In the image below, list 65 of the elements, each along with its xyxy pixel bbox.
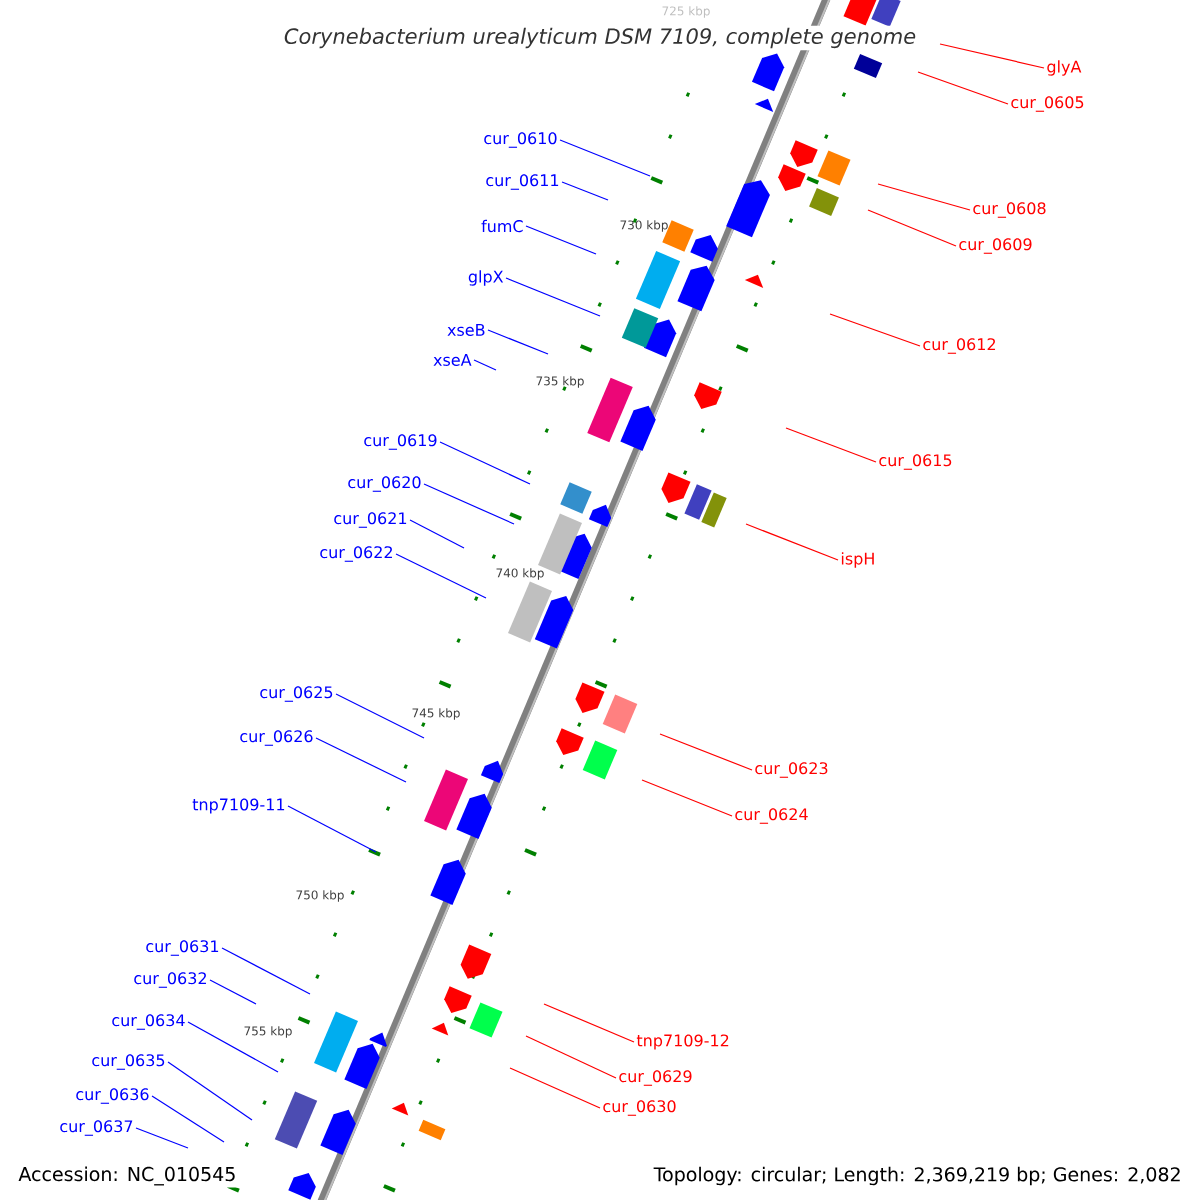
gene-label: cur_0626 bbox=[240, 730, 313, 746]
gene-label: cur_0621 bbox=[334, 512, 407, 528]
leader-line bbox=[487, 329, 549, 355]
title: Corynebacterium urealyticum DSM 7109, complete genome bbox=[281, 25, 919, 51]
footer-text: Accession: NC_010545 bbox=[16, 1164, 239, 1188]
leader-line bbox=[287, 805, 377, 853]
leader-line bbox=[439, 441, 531, 485]
gene-label: cur_0630 bbox=[603, 1100, 676, 1116]
leader-line bbox=[877, 183, 971, 211]
leader-line bbox=[509, 1067, 601, 1109]
gene-label: cur_0612 bbox=[923, 338, 995, 354]
leader-line bbox=[561, 181, 609, 201]
footer-text: Topology: circular; Length: 2,369,219 bp; Genes: 2,082 bbox=[651, 1164, 1184, 1188]
leader-line bbox=[423, 483, 515, 525]
gene-label: cur_0637 bbox=[60, 1120, 133, 1136]
gene-label: cur_0608 bbox=[973, 202, 1046, 218]
leader-line bbox=[221, 947, 311, 995]
gene-label: cur_0610 bbox=[484, 132, 557, 148]
leader-line bbox=[559, 139, 651, 177]
leader-line bbox=[473, 359, 497, 371]
gene-label: cur_0636 bbox=[76, 1088, 149, 1104]
leader-line bbox=[525, 1035, 617, 1079]
gene-label: ispH bbox=[841, 552, 874, 568]
gene-label: tnp7109-11 bbox=[192, 798, 285, 814]
gene-label: cur_0622 bbox=[320, 546, 392, 562]
leader-line bbox=[335, 693, 425, 739]
leader-line bbox=[187, 1021, 279, 1073]
gene-label: tnp7109-12 bbox=[636, 1034, 729, 1050]
gene-label: cur_0620 bbox=[348, 476, 421, 492]
gene-label: glpX bbox=[468, 270, 504, 286]
leader-line bbox=[829, 313, 921, 347]
leader-line bbox=[395, 553, 487, 599]
leader-line bbox=[151, 1095, 225, 1143]
gene-label: cur_0631 bbox=[146, 940, 219, 956]
gene-label: cur_0632 bbox=[134, 972, 206, 988]
leader-line bbox=[785, 427, 877, 463]
leader-line bbox=[543, 1003, 635, 1043]
leader-line bbox=[505, 277, 601, 317]
gene-label: cur_0619 bbox=[364, 434, 437, 450]
gene-label: xseB bbox=[447, 324, 485, 336]
gene-label: glyA bbox=[1047, 60, 1082, 76]
gene-label: cur_0629 bbox=[619, 1070, 692, 1086]
gene-label: cur_0635 bbox=[92, 1054, 165, 1070]
gene-label: xseA bbox=[433, 354, 472, 366]
gene-label: cur_0605 bbox=[1011, 96, 1084, 112]
leader-line bbox=[659, 733, 753, 771]
leader-line bbox=[641, 779, 733, 817]
leader-line bbox=[525, 225, 597, 255]
leader-line bbox=[315, 737, 407, 783]
gene-label: cur_0609 bbox=[959, 238, 1032, 254]
gene-label: cur_0611 bbox=[486, 174, 559, 190]
leader-line bbox=[135, 1127, 189, 1149]
leader-line bbox=[917, 71, 1009, 105]
gene-label: cur_0615 bbox=[879, 454, 952, 470]
gene-label: cur_0624 bbox=[735, 808, 808, 824]
leader-line bbox=[939, 43, 1045, 69]
gene-label: cur_0634 bbox=[112, 1014, 185, 1030]
gene-label: fumC bbox=[481, 219, 523, 233]
gene-label: cur_0625 bbox=[260, 686, 333, 702]
leader-line bbox=[867, 209, 957, 247]
leader-line bbox=[745, 523, 839, 561]
leader-line bbox=[209, 979, 257, 1005]
leader-line bbox=[409, 519, 465, 549]
leader-line bbox=[167, 1061, 253, 1121]
gene-label: cur_0623 bbox=[755, 762, 828, 778]
